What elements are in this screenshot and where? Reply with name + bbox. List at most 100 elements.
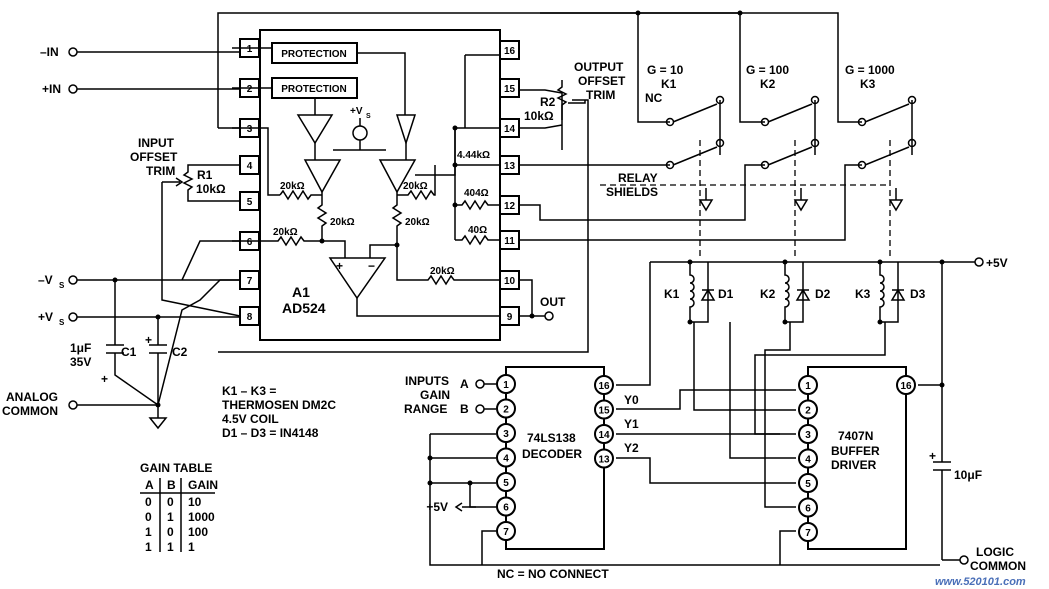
a1-pin-6-number: 6 [247,237,253,248]
gain-table-cell: 1 [145,540,152,554]
r1-potentiometer [182,164,240,202]
a1-pin-16-box [499,40,520,60]
input-b-terminal[interactable] [475,404,485,414]
pin6-link [469,483,496,508]
plus5v-terminal[interactable] [974,257,984,267]
gain-table-cell: 1 [145,525,152,539]
output-trim-title-2: OFFSET [578,74,626,88]
decoder-pin-15-number: 15 [598,406,610,417]
decoder-b-label: B [460,402,469,416]
a1-wire-mid [232,127,500,196]
pos-in-terminal[interactable] [68,84,78,94]
a1-res-label-2: 20kΩ [403,181,428,192]
a1-amp-minus: − [368,259,375,273]
c1-value-2: 35V [70,355,91,369]
a1-pin-15-number: 15 [504,84,516,95]
ab-wires [484,383,496,410]
buffer-function-1: BUFFER [831,444,880,458]
logic-common: LOGIC COMMON NC = NO CONNECT www.520101.… [497,545,1026,588]
g1000-label: G = 1000 [845,63,895,77]
gain-table-cell: 100 [188,525,208,539]
buffer-pin-3 [798,424,818,444]
diode-icon [700,288,716,301]
decoder-pin-7 [496,521,516,541]
c3-value: 10μF [954,468,982,482]
gain-table-cell: 0 [167,525,174,539]
a1-pin-4-number: 4 [247,161,253,172]
out-terminal[interactable] [544,311,554,321]
gain-res-label-2: 404Ω [464,188,489,199]
decoder-pin-15 [594,399,614,420]
buffer-pin-5 [798,473,818,493]
decoder-pin-5-number: 5 [503,478,509,489]
pos-vs-label: +V [38,310,53,324]
input-trim-title-1: INPUT [138,136,175,150]
a1-buffer-left [296,114,334,145]
a1-wire-inv [369,244,397,258]
neg-vs-sub: S [59,281,65,290]
note-line-1: K1 – K3 = [222,384,276,398]
a1-amp-left [303,159,342,194]
buffer-part: 7407N [838,429,873,443]
analog-common-terminal[interactable] [68,400,78,410]
a1-resistor-r2 [397,165,436,201]
a1-res-label-6: 20kΩ [430,266,455,277]
a1-res-label-5: 20kΩ [273,227,298,238]
relay-coil [879,262,899,323]
decoder-inputs-1: INPUTS [405,374,449,388]
a1-pin-2-number: 2 [247,84,253,95]
gain-table-cell: 0 [145,495,152,509]
gain-table-header: A [145,478,154,492]
buffer-vcc-junction [939,382,945,388]
c2-capacitor [149,317,167,405]
neg-vs-terminal[interactable] [68,275,78,285]
a1-pin-10-number: 10 [504,276,516,287]
g100-label: G = 100 [746,63,789,77]
notes-section: K1 – K3 = THERMOSEN DM2C 4.5V COIL D1 – … [140,384,336,554]
neg-in-terminal[interactable] [68,47,78,57]
r2-ref: R2 [540,95,556,109]
coil-diode-section: +5V K1 D1 K2 D2 K3 D3 + 10μF [616,256,1008,560]
a1-junction-13 [452,162,458,168]
decoder-pin-4 [496,447,516,468]
r1-ref: R1 [197,168,213,182]
decoder-pin-3-number: 3 [503,429,509,440]
decoder-pin-2-number: 2 [503,405,509,416]
decoder-pin-14-number: 14 [598,430,610,441]
relay-section: G = 10 K1 G = 100 K2 G = 1000 K3 NC RELA… [540,10,917,260]
gain-table-header: GAIN [188,478,218,492]
input-a-terminal[interactable] [475,379,485,389]
g10-label: G = 10 [647,63,684,77]
relay-junction-2 [737,10,743,16]
r2-potentiometer [556,80,568,120]
logic-common-terminal[interactable] [959,555,969,565]
c2-label: C2 [172,345,188,359]
relay-switch-arm [767,103,813,166]
a1-amp-right [378,159,417,194]
relay-contacts [665,95,917,170]
coil-junction [687,319,693,325]
c1-value-1: 1μF [70,341,91,355]
buffer-pin-16-number: 16 [900,381,912,392]
plus5v-label: +5V [986,256,1008,270]
out-label: OUT [540,295,566,309]
pos-vs-terminal[interactable] [68,312,78,322]
relay-shields-label-2: SHIELDS [606,185,658,199]
note-line-2: THERMOSEN DM2C [222,398,336,412]
decoder-pin-1-number: 1 [503,380,509,391]
c1-plus: + [101,372,108,386]
a1-junction-12 [452,202,458,208]
input-wiring: –IN +IN INPUT OFFSET TRIM R1 10kΩ –V S +… [2,12,740,430]
protection-label-2: PROTECTION [281,84,347,95]
a1-wire-16 [464,54,500,128]
a1-buffer-right [395,114,417,146]
a1-pin-13-number: 13 [504,161,516,172]
in-wires [77,51,240,90]
a1-part: AD524 [282,300,326,316]
buffer-pin-3-number: 3 [805,430,811,441]
